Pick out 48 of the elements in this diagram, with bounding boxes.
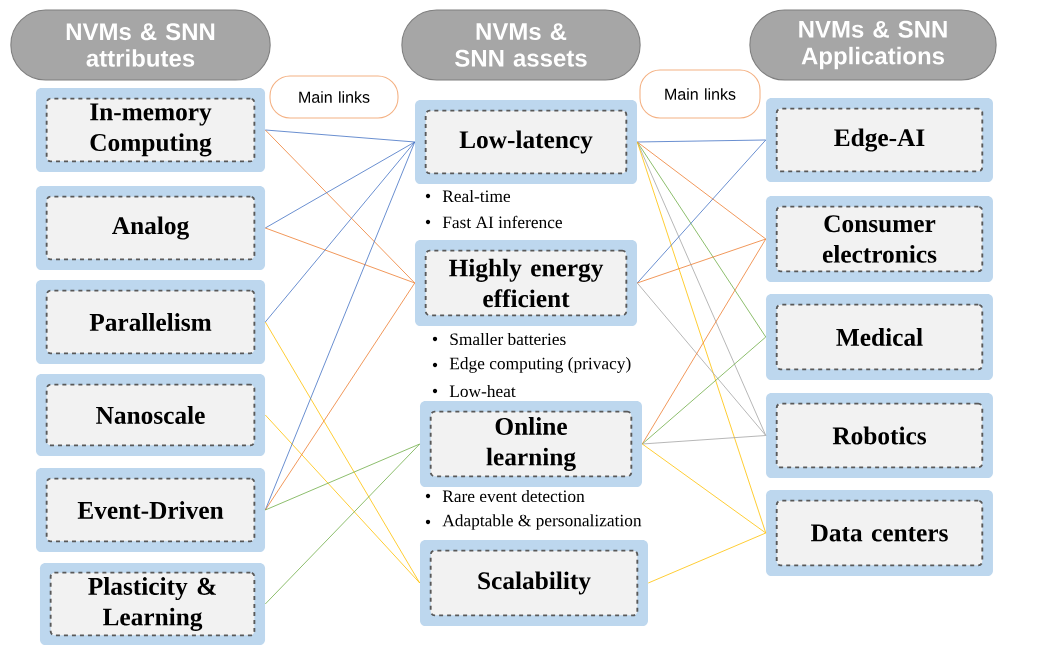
- link-line: [641, 238, 767, 445]
- attribute-box: Scalability: [420, 540, 648, 626]
- attribute-box: Consumer electronics: [766, 196, 993, 282]
- bullet-text: Adaptable & personalization: [442, 514, 642, 530]
- link-line: [264, 321, 421, 584]
- link-line: [636, 141, 767, 338]
- link-line: [264, 282, 416, 511]
- link-line: [636, 139, 767, 143]
- attribute-box: Low-latency: [415, 100, 637, 184]
- link-line: [641, 435, 767, 445]
- link-line: [264, 141, 416, 323]
- attribute-box: In-memory Computing: [36, 88, 266, 172]
- link-line: [636, 141, 767, 534]
- link-line: [636, 282, 767, 436]
- link-line: [264, 227, 416, 284]
- attribute-box: Event-Driven: [36, 468, 266, 552]
- bullet-text: Fast AI inference: [442, 215, 562, 229]
- bullet-text: Rare event detection: [442, 489, 585, 503]
- link-line: [636, 139, 767, 284]
- bullet-text: Edge computing (privacy): [449, 357, 631, 373]
- attribute-box: Online learning: [420, 401, 642, 487]
- link-line: [264, 443, 421, 511]
- link-line: [641, 336, 767, 445]
- link-line: [264, 129, 416, 143]
- link-line: [264, 141, 416, 229]
- attribute-box: Nanoscale: [36, 374, 266, 456]
- link-line: [264, 414, 421, 584]
- attribute-box: Parallelism: [36, 280, 266, 364]
- attribute-box: Analog: [36, 186, 266, 270]
- link-line: [636, 141, 767, 436]
- attribute-box: Medical: [766, 294, 993, 380]
- link-line: [636, 238, 767, 284]
- bullet-text: Smaller batteries: [450, 332, 566, 346]
- bullet-text: Real-time: [442, 189, 511, 203]
- link-line: [636, 141, 767, 240]
- attribute-box: Highly energy efficient: [415, 240, 637, 326]
- attribute-box: Data centers: [766, 490, 993, 576]
- header-pill: NVMs & SNN Applications: [749, 9, 997, 81]
- attribute-box: Plasticity & Learning: [40, 563, 266, 645]
- link-line: [647, 532, 767, 584]
- link-line: [641, 443, 767, 534]
- bullet-text: Low-heat: [449, 384, 516, 398]
- link-line: [264, 129, 416, 284]
- link-line: [264, 443, 421, 605]
- header-pill: NVMs & SNN assets: [401, 9, 641, 81]
- attribute-box: Edge-AI: [766, 98, 993, 182]
- header-pill: NVMs & SNN attributes: [10, 9, 271, 81]
- attribute-box: Robotics: [766, 392, 993, 479]
